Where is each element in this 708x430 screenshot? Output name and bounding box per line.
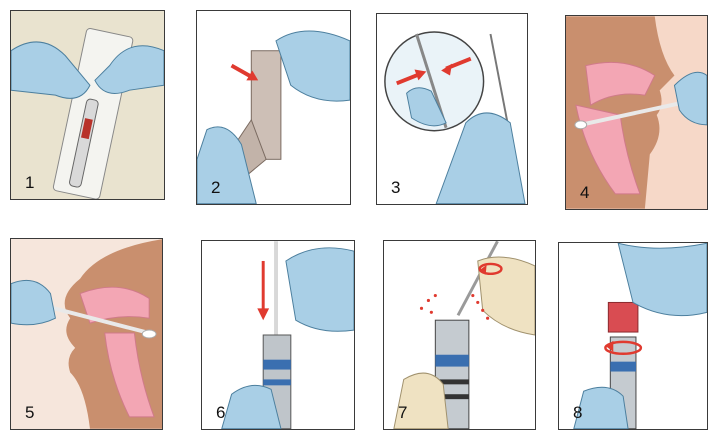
step-number: 5 [25,404,34,421]
splash-marks [420,294,489,320]
break-shaft-illustration [384,241,535,429]
step-number: 3 [391,179,400,196]
step-number: 7 [398,404,407,421]
step-8-panel: 8 [558,242,708,430]
remove-swab-illustration [377,14,527,204]
open-package-illustration [11,11,164,199]
step-2-panel: 2 [196,10,351,205]
step-number: 2 [211,179,220,196]
insert-into-tube-illustration [202,241,354,429]
tube-cap [608,302,638,332]
peel-package-illustration [197,11,350,204]
step-1-panel: 1 [10,10,165,200]
step-number: 8 [573,404,582,421]
swab-insertion-illustration [566,16,707,209]
step-3-panel: 3 [376,13,528,205]
step-number: 1 [25,174,34,191]
step-5-panel: 5 [10,238,163,430]
cap-tube-illustration [559,243,707,429]
step-6-panel: 6 [201,240,355,430]
step-7-panel: 7 [383,240,536,430]
step-number: 4 [580,184,589,201]
step-number: 6 [216,404,225,421]
step-4-panel: 4 [565,15,708,210]
swab-rotation-illustration [11,239,162,429]
